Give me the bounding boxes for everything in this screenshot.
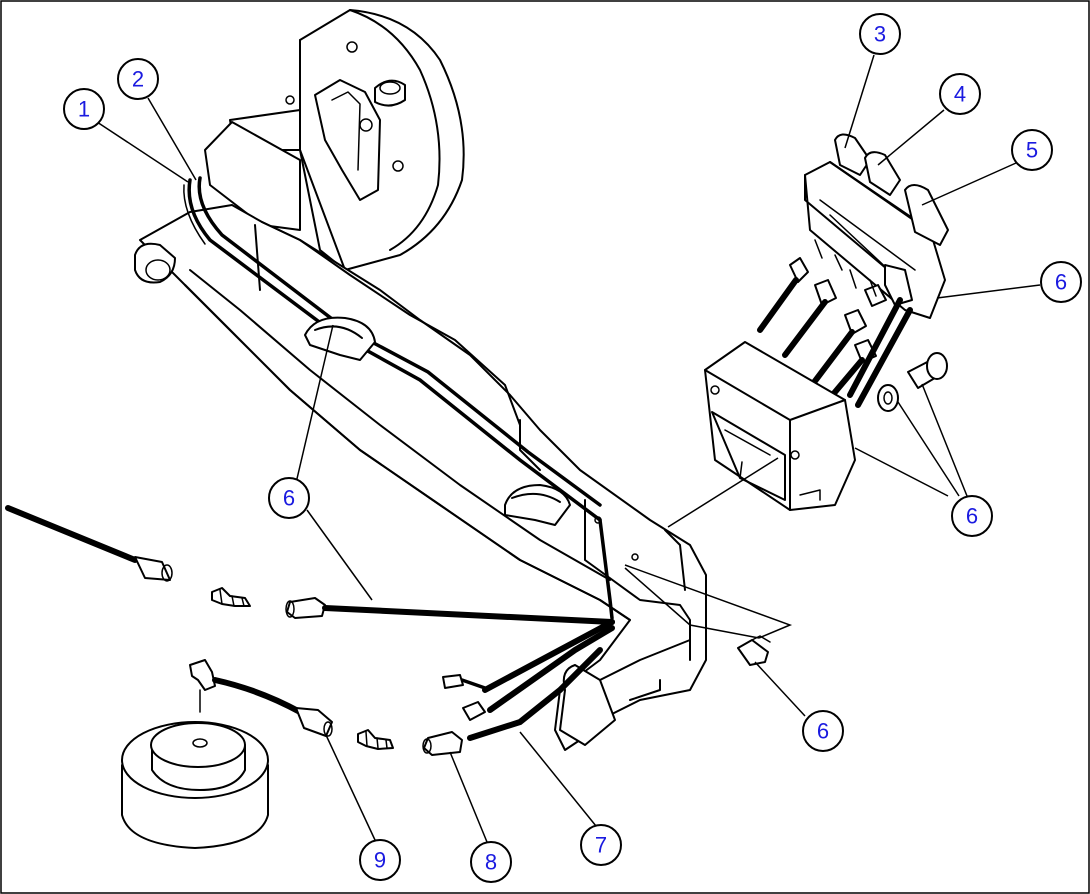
callout-bubble-3: 3 [859,13,901,55]
bolt [907,352,948,389]
harness-clamp-upper [304,316,376,361]
sensor-cable-connector [295,707,333,737]
harness-clamp-lower [504,484,571,526]
callout-bubble-2: 2 [117,58,159,100]
callout-bubble-9: 9 [359,839,401,881]
elbow-connector [189,659,303,715]
mounting-plate [204,9,465,271]
adapter-fitting-upper [211,587,251,607]
callout-label-1: 1 [78,97,90,122]
callout-bubble-4: 4 [939,73,981,115]
callout-bubble-6-housing: 6 [951,495,993,537]
callout-bubble-8: 8 [470,841,512,883]
adapter-fitting-lower [357,729,394,750]
callout-label-3: 3 [874,22,886,47]
harness-connector-lower [422,731,463,756]
branch-cables [460,619,615,741]
small-connector-a [442,674,464,689]
channel-harness [183,176,614,620]
switch-terminals [789,239,887,363]
callout-label-5: 5 [1026,138,1038,163]
harness-connector-upper [285,597,615,625]
callout-label-6c: 6 [966,504,978,529]
cap-plug [737,635,771,666]
long-cable-left [5,505,173,582]
callout-label-2: 2 [132,67,144,92]
callout-label-6a: 6 [1055,270,1067,295]
switch-assembly [757,133,949,408]
callout-bubble-7: 7 [580,824,622,866]
sensor-body [121,721,269,849]
switch-wires [757,277,913,408]
washer [877,384,899,412]
callout-bubble-6-cap: 6 [802,710,844,752]
callout-bubble-5: 5 [1011,129,1053,171]
small-connector-b [462,701,486,721]
connector-housing [704,341,856,511]
callout-bubble-6-switch: 6 [1040,261,1082,303]
callout-label-9: 9 [374,848,386,873]
frame-channel [134,204,707,751]
leader-lines [96,54,1041,843]
callout-label-6d: 6 [817,719,829,744]
callout-bubble-6-harness: 6 [268,477,310,519]
callout-bubble-1: 1 [63,88,105,130]
callout-label-4: 4 [954,82,966,107]
callout-label-6b: 6 [283,486,295,511]
callout-label-8: 8 [485,850,497,875]
callout-label-7: 7 [595,833,607,858]
